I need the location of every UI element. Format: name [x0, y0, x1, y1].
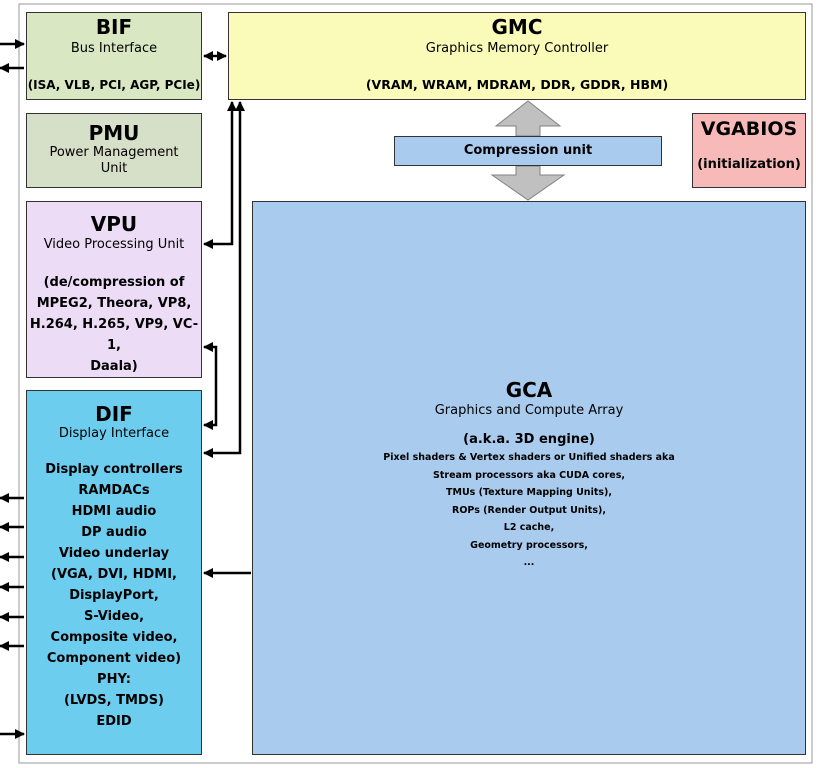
- dif-item: RAMDACs: [78, 483, 150, 498]
- gmc-dif-arrow: [203, 101, 245, 458]
- vpu-dif-arrow: [203, 342, 218, 430]
- pmu-title: PMU: [88, 121, 140, 145]
- dif-item: Display controllers: [45, 462, 183, 477]
- gca-aka: (a.k.a. 3D engine): [463, 432, 595, 447]
- compression-unit-block: Compression unit: [394, 136, 662, 166]
- vpu-title: VPU: [90, 212, 138, 236]
- vpu-detail-line: H.264, H.265, VP9, VC-1,: [29, 317, 199, 353]
- compression-gca-down-arrow: [490, 165, 566, 201]
- gmc-compression-up-arrow: [494, 100, 562, 137]
- bif-block: BIF Bus Interface (ISA, VLB, PCI, AGP, P…: [26, 12, 202, 100]
- vpu-block: VPU Video Processing Unit (de/compressio…: [26, 201, 202, 378]
- gmc-title: GMC: [491, 15, 543, 39]
- vpu-detail-line: (de/compression of: [43, 275, 185, 290]
- gca-item: Stream processors aka CUDA cores,: [433, 469, 625, 481]
- gmc-vpu-arrow: [203, 101, 237, 249]
- dif-item: HDMI audio: [71, 504, 157, 519]
- pmu-subtitle-line1: Power Management: [49, 145, 179, 160]
- vpu-detail-line: MPEG2, Theora, VP8,: [36, 296, 192, 311]
- dif-subtitle: Display Interface: [58, 426, 170, 441]
- vgabios-block: VGABIOS (initialization): [692, 113, 806, 188]
- gmc-block: GMC Graphics Memory Controller (VRAM, WR…: [228, 12, 806, 100]
- dif-item: PHY:: [97, 672, 131, 687]
- dif-item: Video underlay: [58, 546, 170, 561]
- gca-item: Pixel shaders & Vertex shaders or Unifie…: [383, 452, 675, 463]
- vgabios-detail: (initialization): [697, 157, 801, 172]
- gca-item: Geometry processors,: [470, 539, 588, 551]
- gca-item: TMUs (Texture Mapping Units),: [446, 487, 612, 498]
- compression-unit-label: Compression unit: [463, 143, 593, 158]
- bif-title: BIF: [95, 15, 133, 39]
- pmu-block: PMU Power Management Unit: [26, 113, 202, 188]
- dif-title: DIF: [95, 402, 133, 426]
- outer-border: [18, 3, 813, 764]
- dif-item: S-Video,: [83, 609, 145, 624]
- dif-item: Component video): [46, 651, 182, 666]
- vpu-subtitle: Video Processing Unit: [43, 237, 185, 252]
- bif-detail: (ISA, VLB, PCI, AGP, PCIe): [27, 78, 201, 92]
- dif-block: DIF Display Interface Display controller…: [26, 390, 202, 755]
- vpu-detail-line: Daala): [90, 359, 138, 374]
- gca-title: GCA: [505, 378, 553, 402]
- bif-subtitle: Bus Interface: [70, 41, 158, 56]
- gca-item: ROPs (Render Output Units),: [452, 504, 606, 516]
- dif-item: EDID: [96, 714, 132, 729]
- dif-item: DP audio: [81, 525, 147, 540]
- vgabios-title: VGABIOS: [700, 118, 798, 140]
- dif-item: (VGA, DVI, HDMI,: [51, 567, 177, 582]
- gca-block: GCA Graphics and Compute Array (a.k.a. 3…: [252, 201, 806, 755]
- gca-item: L2 cache,: [503, 522, 555, 533]
- gca-item: ...: [523, 557, 535, 568]
- gmc-subtitle: Graphics Memory Controller: [425, 41, 609, 56]
- dif-item: DisplayPort,: [69, 588, 159, 603]
- pmu-subtitle-line2: Unit: [100, 161, 128, 176]
- gca-subtitle: Graphics and Compute Array: [434, 403, 624, 418]
- gmc-detail: (VRAM, WRAM, MDRAM, DDR, GDDR, HBM): [365, 77, 669, 92]
- dif-item: (LVDS, TMDS): [63, 693, 164, 708]
- dif-item: Composite video,: [50, 630, 178, 645]
